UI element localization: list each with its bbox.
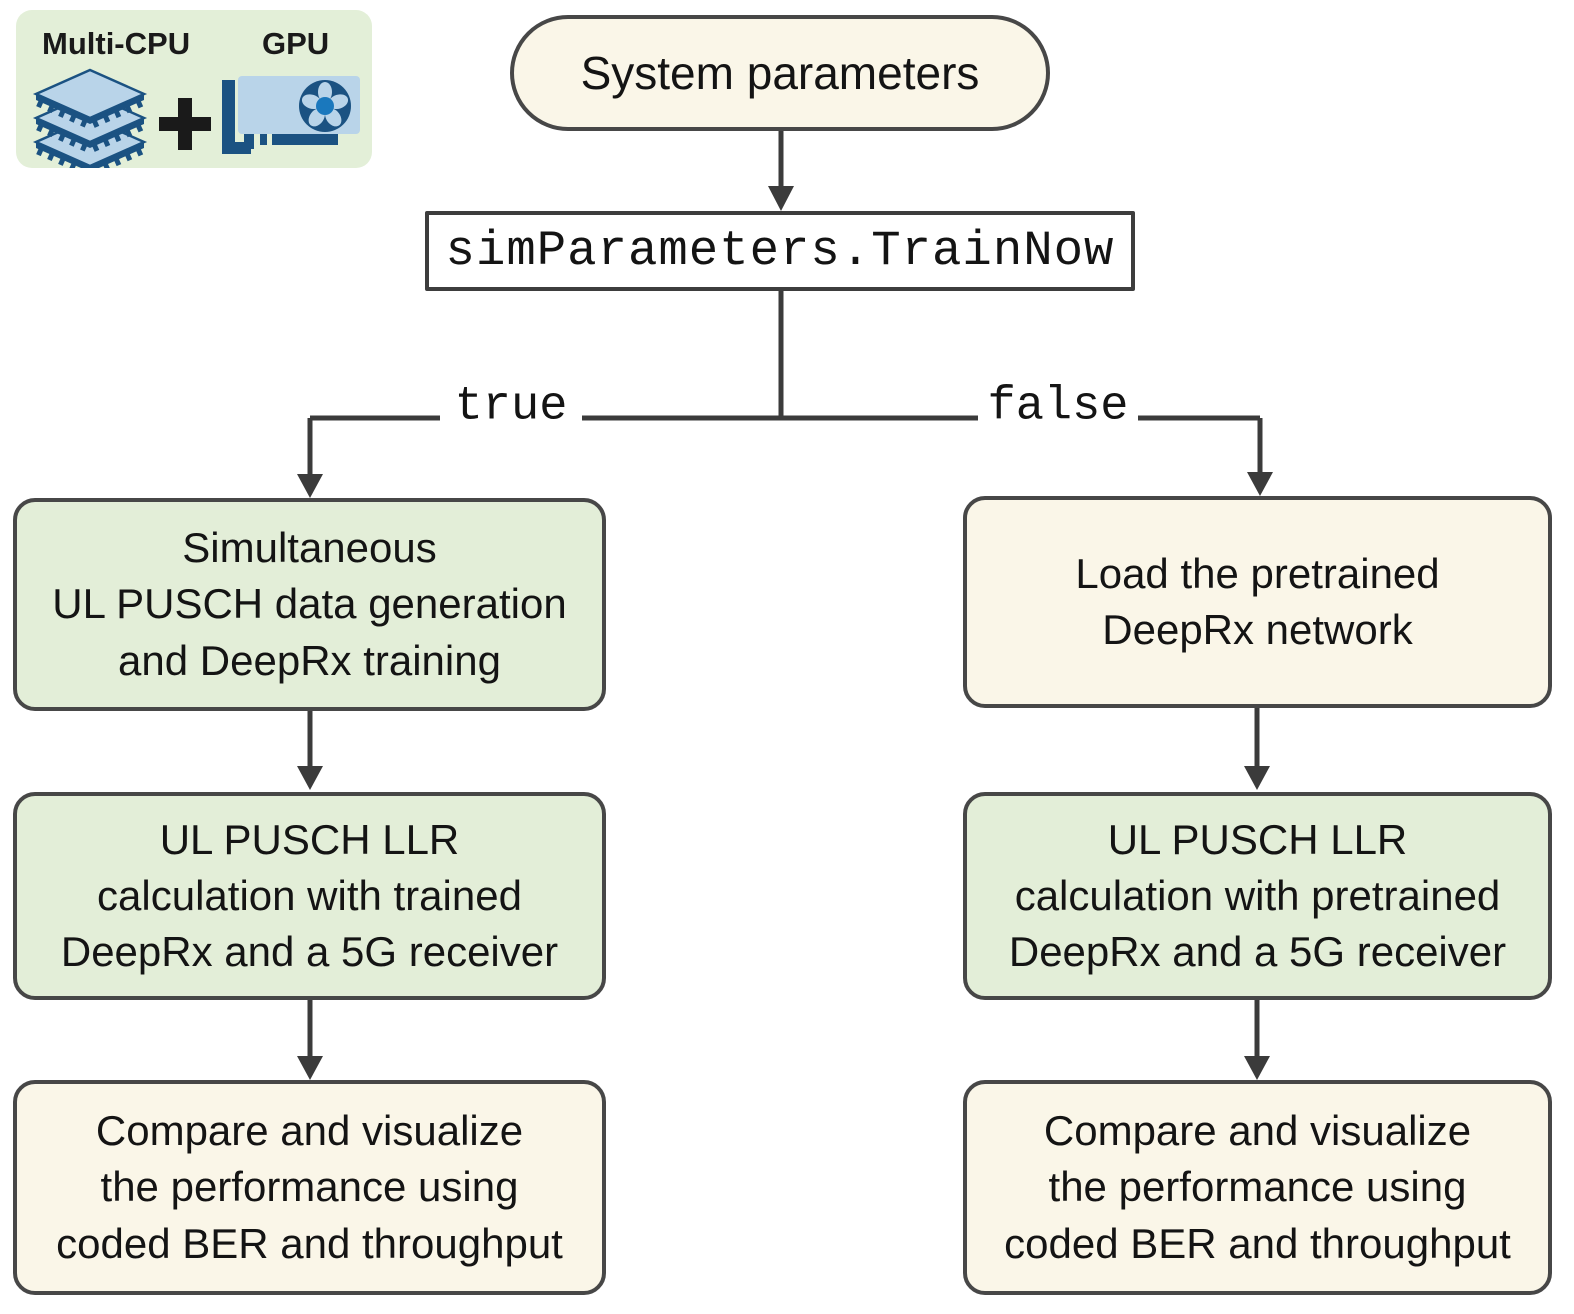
arrowhead-true — [297, 474, 323, 498]
node-trainnow-label: simParameters.TrainNow — [445, 223, 1115, 279]
node-llr-trained-deeprx: UL PUSCH LLR calculation with trained De… — [13, 792, 606, 1000]
node-line: calculation with trained — [97, 871, 522, 919]
hardware-legend: Multi-CPU GPU — [16, 10, 372, 168]
legend-icons — [32, 68, 360, 168]
node-line: DeepRx and a 5G receiver — [60, 928, 559, 976]
node-load-pretrained-deeprx: Load the pretrained DeepRx network — [963, 496, 1552, 708]
node-compare-visualize-left: Compare and visualize the performance us… — [13, 1080, 606, 1295]
node-line: DeepRx and a 5G receiver — [1008, 928, 1507, 976]
arrowhead-right-2 — [1244, 766, 1270, 790]
node-line: coded BER and throughput — [1004, 1219, 1511, 1267]
node-llr-pretrained-deeprx: UL PUSCH LLR calculation with pretrained… — [963, 792, 1552, 1000]
multi-cpu-icon — [32, 68, 148, 168]
node-line: DeepRx network — [1102, 606, 1413, 653]
gpu-label: GPU — [262, 26, 330, 61]
node-line: coded BER and throughput — [56, 1219, 563, 1267]
node-system-parameters: System parameters — [510, 15, 1050, 131]
node-line: Compare and visualize — [1043, 1107, 1472, 1155]
node-line: calculation with pretrained — [1014, 871, 1501, 919]
branch-label-false: false — [987, 380, 1129, 434]
node-line: and DeepRx training — [118, 636, 501, 684]
node-line: Simultaneous — [182, 524, 437, 572]
multi-cpu-label: Multi-CPU — [42, 26, 191, 61]
plus-icon — [159, 98, 211, 150]
node-line: Compare and visualize — [95, 1107, 524, 1155]
arrowhead-left-2 — [297, 766, 323, 790]
node-system-parameters-label: System parameters — [580, 47, 980, 99]
arrowhead-trainnow — [768, 186, 794, 211]
node-compare-visualize-right: Compare and visualize the performance us… — [963, 1080, 1552, 1295]
node-line: Load the pretrained — [1075, 549, 1440, 597]
node-line: UL PUSCH LLR — [1107, 815, 1408, 863]
arrowhead-right-3 — [1244, 1056, 1270, 1080]
gpu-icon — [222, 76, 360, 154]
node-line: the performance using — [100, 1163, 519, 1211]
branch-label-true: true — [454, 380, 568, 434]
node-line: the performance using — [1048, 1163, 1467, 1211]
arrowhead-false — [1247, 472, 1273, 496]
node-line: UL PUSCH LLR — [159, 815, 460, 863]
node-line: UL PUSCH data generation — [52, 580, 567, 628]
arrowhead-left-3 — [297, 1056, 323, 1080]
node-sim-parameters-trainnow: simParameters.TrainNow — [425, 211, 1135, 291]
node-simultaneous-data-generation-training: Simultaneous UL PUSCH data generation an… — [13, 498, 606, 711]
